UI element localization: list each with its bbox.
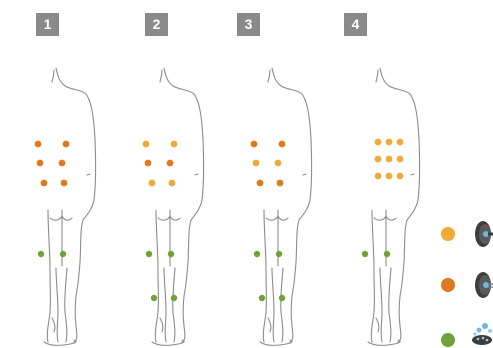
leg-dot-green <box>362 251 368 257</box>
elbow-mark <box>195 174 198 175</box>
figure-4-svg <box>344 60 444 348</box>
electrode-dot-orange <box>35 141 42 148</box>
legend-graphic <box>436 214 493 348</box>
electrode-dot-orange <box>277 180 284 187</box>
electrode-dot-orange <box>167 160 174 167</box>
legend-dot-orange <box>441 278 455 292</box>
body-outline <box>164 68 204 342</box>
inner-leg-line <box>272 268 274 342</box>
body-outline <box>56 68 96 342</box>
left-leg-line <box>155 210 158 342</box>
leg-dot-green <box>254 251 260 257</box>
electrode-dot-orange <box>279 141 286 148</box>
electrode-dot-yellow <box>143 141 150 148</box>
feet-line <box>44 340 76 345</box>
elbow-mark <box>87 174 90 175</box>
electrode-dot-yellow <box>375 139 382 146</box>
left-leg-line <box>263 210 266 342</box>
leg-dot-green <box>384 251 390 257</box>
inner-leg-line-2 <box>389 268 391 342</box>
buttock-line <box>50 216 72 220</box>
leg-dot-green <box>146 251 152 257</box>
electrode-dot-yellow <box>386 139 393 146</box>
legend-dot-yellow <box>441 227 455 241</box>
left-leg-line <box>371 210 374 342</box>
electrode-dot-orange <box>41 180 48 187</box>
electrode-dot-yellow <box>149 180 156 187</box>
leg-dot-green <box>60 251 66 257</box>
elbow-mark <box>303 174 306 175</box>
calf-dot-green <box>279 295 285 301</box>
inner-leg-line <box>164 268 166 342</box>
body-figure-2 <box>128 60 228 348</box>
electrode-dot-orange <box>251 141 258 148</box>
body-figure-3 <box>236 60 336 348</box>
electrode-dot-orange <box>145 160 152 167</box>
inner-leg-line <box>56 268 58 342</box>
calf-dot-green <box>151 295 157 301</box>
buttock-line <box>158 216 180 220</box>
body-outline <box>272 68 312 342</box>
figure-3-number-badge: 3 <box>237 13 260 36</box>
electrode-dot-yellow <box>375 173 382 180</box>
neck-line <box>376 70 378 82</box>
calf-line <box>376 318 379 332</box>
electrode-dot-yellow <box>169 180 176 187</box>
figure-3-svg <box>236 60 336 348</box>
left-leg-line <box>47 210 50 342</box>
electrode-dot-orange <box>37 160 44 167</box>
elbow-mark <box>411 174 414 175</box>
calf-line <box>52 318 55 332</box>
figure-2-number-badge: 2 <box>145 13 168 36</box>
buttock-line <box>374 216 396 220</box>
electrode-dot-yellow <box>397 173 404 180</box>
electrode-pad-with-wire-icon <box>475 272 493 298</box>
legend <box>436 214 493 348</box>
body-outline <box>380 68 420 342</box>
calf-dot-green <box>171 295 177 301</box>
electrode-dot-yellow <box>253 160 260 167</box>
leg-dot-green <box>168 251 174 257</box>
neck-line <box>268 70 270 82</box>
legend-dot-green <box>441 333 455 347</box>
calf-line <box>268 318 271 332</box>
electrode-dot-yellow <box>397 156 404 163</box>
spray-gel-pad-icon <box>472 323 492 345</box>
leg-dot-green <box>38 251 44 257</box>
figure-1-number-badge: 1 <box>36 13 59 36</box>
electrode-dot-yellow <box>386 156 393 163</box>
inner-leg-line-2 <box>65 268 67 342</box>
buttock-line <box>266 216 288 220</box>
calf-dot-green <box>259 295 265 301</box>
electrode-dot-yellow <box>275 160 282 167</box>
round-electrode-pad-icon <box>475 221 493 247</box>
electrode-dot-yellow <box>375 156 382 163</box>
electrode-dot-orange <box>59 160 66 167</box>
electrode-dot-yellow <box>386 173 393 180</box>
body-figure-4 <box>344 60 444 348</box>
figure-1-svg <box>20 60 120 348</box>
electrode-dot-yellow <box>397 139 404 146</box>
inner-leg-line-2 <box>173 268 175 342</box>
calf-line <box>160 318 163 332</box>
feet-line <box>368 340 400 345</box>
neck-line <box>160 70 162 82</box>
neck-line <box>52 70 54 82</box>
electrode-dot-orange <box>257 180 264 187</box>
feet-line <box>152 340 184 345</box>
figure-4-number-badge: 4 <box>344 13 367 36</box>
figure-2-svg <box>128 60 228 348</box>
feet-line <box>260 340 292 345</box>
inner-leg-line <box>380 268 382 342</box>
electrode-dot-orange <box>61 180 68 187</box>
inner-leg-line-2 <box>281 268 283 342</box>
electrode-dot-yellow <box>171 141 178 148</box>
electrode-dot-orange <box>63 141 70 148</box>
body-figure-1 <box>20 60 120 348</box>
leg-dot-green <box>276 251 282 257</box>
